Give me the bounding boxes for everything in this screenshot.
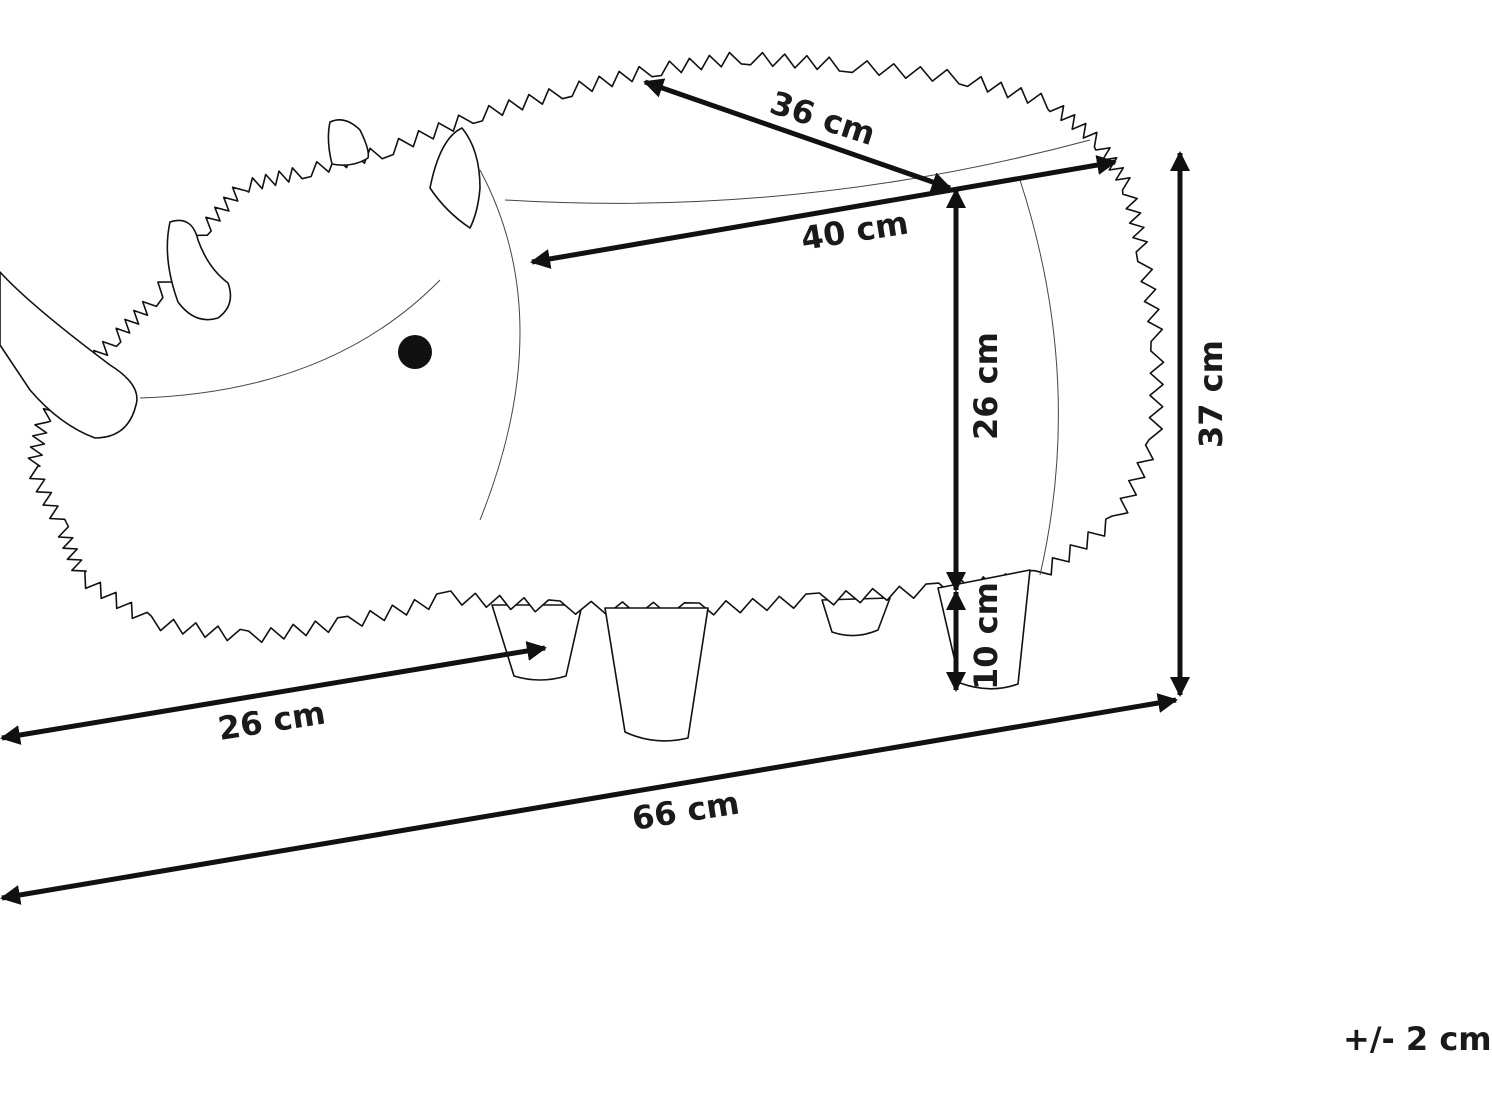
front-leg-right [604, 607, 709, 742]
front-leg-left [491, 604, 583, 681]
head-seam [479, 169, 521, 521]
top-horn [327, 119, 370, 166]
total-length-line [0, 693, 1178, 905]
total-height-label: 37 cm [1192, 340, 1230, 448]
back-leg-left [821, 597, 891, 637]
tolerance-note: +/- 2 cm [1343, 1020, 1492, 1058]
leg-height-label: 10 cm [967, 582, 1005, 690]
big-horn [0, 271, 138, 439]
face-line [139, 279, 441, 399]
middle-horn [166, 219, 232, 321]
dimension-lines [0, 78, 1190, 905]
eye [398, 335, 432, 369]
ear [429, 127, 481, 229]
seat-height-label: 26 cm [967, 332, 1005, 440]
body-length-line [530, 155, 1117, 269]
